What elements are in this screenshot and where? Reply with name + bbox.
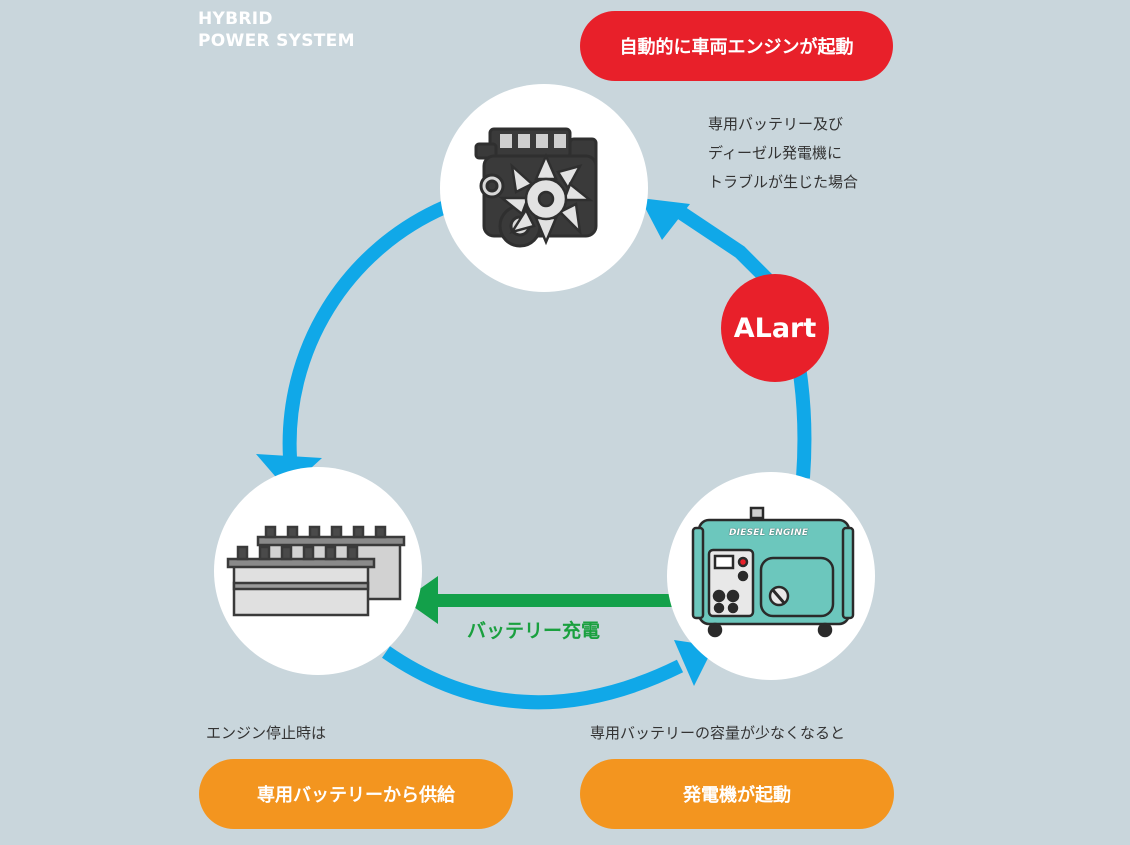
brand-line-2: POWER SYSTEM <box>198 31 355 51</box>
engine-icon <box>474 127 598 248</box>
trouble-note-line-2: ディーゼル発電機に <box>708 144 842 162</box>
battery-circle <box>214 467 422 675</box>
arrow-battery-to-generator <box>382 646 684 710</box>
arrow-engine-to-battery <box>282 200 448 459</box>
charge-arrowhead <box>404 576 438 624</box>
generator-plate: DIESEL ENGINE <box>729 528 809 538</box>
arrowhead-engine <box>640 198 690 240</box>
alert-badge: ALart <box>721 274 829 382</box>
engine-circle <box>440 84 648 292</box>
trouble-note-line-3: トラブルが生じた場合 <box>708 173 859 191</box>
battery-supply-pill: 専用バッテリーから供給 <box>199 759 513 829</box>
auto-start-pill: 自動的に車両エンジンが起動 <box>580 11 893 81</box>
trouble-note-line-1: 専用バッテリー及び <box>708 115 844 133</box>
battery-icon <box>226 525 406 617</box>
left-note: エンジン停止時は <box>206 724 327 742</box>
trouble-note: 専用バッテリー及び ディーゼル発電機に トラブルが生じた場合 <box>708 110 858 197</box>
charge-arrow-shaft <box>430 594 700 607</box>
brand-line-1: HYBRID <box>198 9 273 29</box>
generator-circle: DIESEL ENGINE <box>667 472 875 680</box>
brand-title: HYBRID POWER SYSTEM <box>198 8 355 52</box>
charge-label: バッテリー充電 <box>467 620 601 642</box>
right-note: 専用バッテリーの容量が少なくなると <box>590 724 846 742</box>
generator-start-pill: 発電機が起動 <box>580 759 894 829</box>
generator-icon <box>691 506 855 638</box>
